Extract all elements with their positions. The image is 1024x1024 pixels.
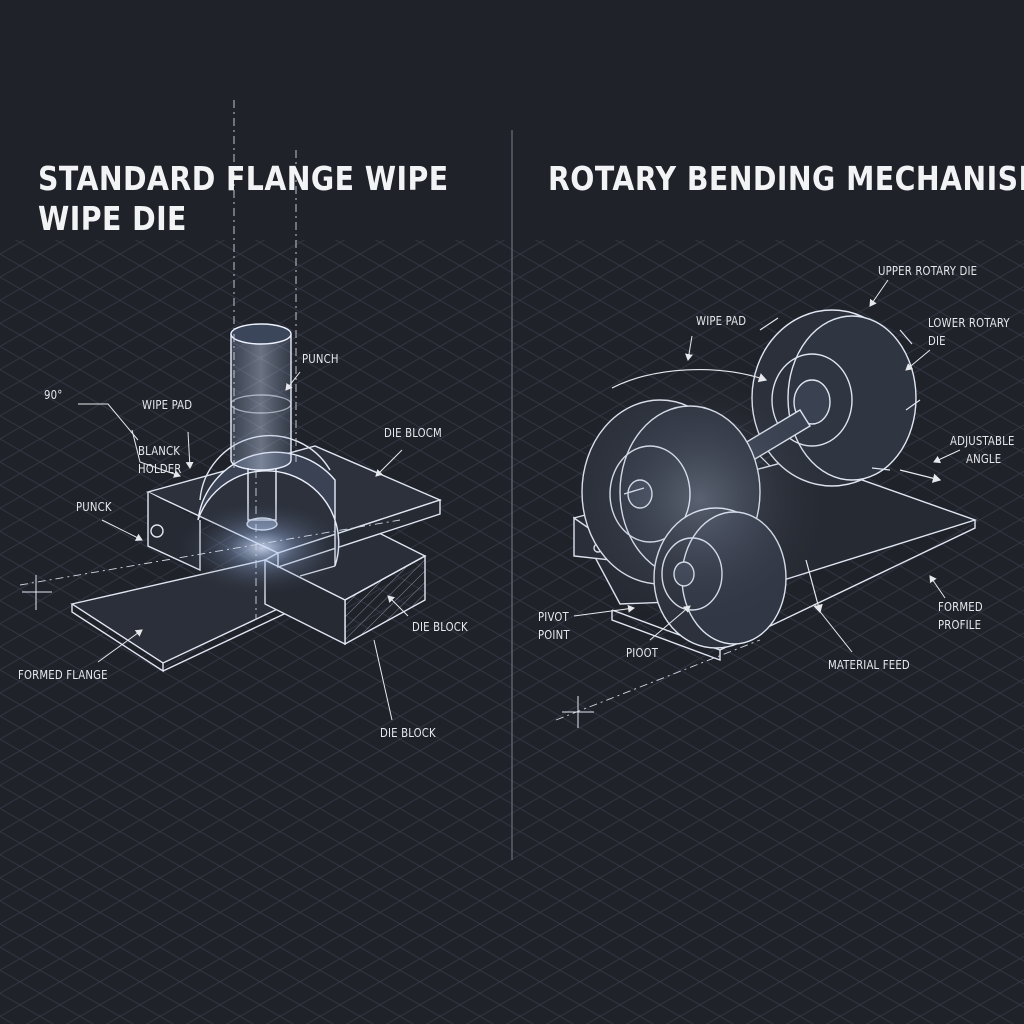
label-wipe-pad-right: WIPE PAD	[696, 313, 747, 328]
label-punch-side: PUNCK	[76, 499, 112, 514]
label-die-block-mid: DIE BLOCK	[412, 619, 468, 634]
motion-arcs	[611, 369, 942, 614]
leaders-left	[78, 371, 409, 721]
label-formed-flange: FORMED FLANGE	[18, 667, 108, 682]
centerlines	[19, 100, 401, 620]
left-title-line2: WIPE DIE	[38, 199, 187, 238]
label-die-block-top: DIE BLOCM	[384, 425, 442, 440]
wipe-die-drawing	[19, 100, 442, 721]
right-title: ROTARY BENDING MECHANISM	[548, 159, 1024, 198]
label-pivot-point-1: PIVOT	[538, 609, 569, 624]
datum-cross-left	[22, 575, 52, 610]
label-blank-holder-2: HOLDER	[138, 461, 182, 476]
leaders-right	[573, 279, 961, 653]
label-pivot-point-2: POINT	[538, 627, 570, 642]
punch-cylinder	[230, 323, 292, 531]
centerline-right	[555, 639, 761, 721]
left-title-line1: STANDARD FLANGE WIPE	[38, 159, 449, 198]
contact-glow	[172, 498, 352, 598]
label-blank-holder-1: BLANCK	[138, 443, 181, 458]
datum-cross-right	[562, 696, 594, 728]
label-material-feed: MATERIAL FEED	[828, 657, 910, 672]
label-formed-profile-1: FORMED	[938, 599, 983, 614]
label-lower-rotary-die-1: LOWER ROTARY	[928, 315, 1010, 330]
label-wipe-pad-left: WIPE PAD	[142, 397, 193, 412]
label-adjustable-angle-2: ANGLE	[966, 451, 1002, 466]
label-formed-profile-2: PROFILE	[938, 617, 982, 632]
gear-glow	[560, 360, 840, 640]
rotary-bending-drawing	[555, 279, 978, 728]
label-angle: 90°	[44, 387, 63, 402]
label-punch-top: PUNCH	[302, 351, 339, 366]
label-pivot: PIOOT	[626, 645, 659, 660]
label-upper-rotary-die: UPPER ROTARY DIE	[878, 263, 978, 278]
label-lower-rotary-die-2: DIE	[928, 333, 946, 348]
label-adjustable-angle-1: ADJUSTABLE	[950, 433, 1015, 448]
label-die-block-bottom: DIE BLOCK	[380, 725, 436, 740]
